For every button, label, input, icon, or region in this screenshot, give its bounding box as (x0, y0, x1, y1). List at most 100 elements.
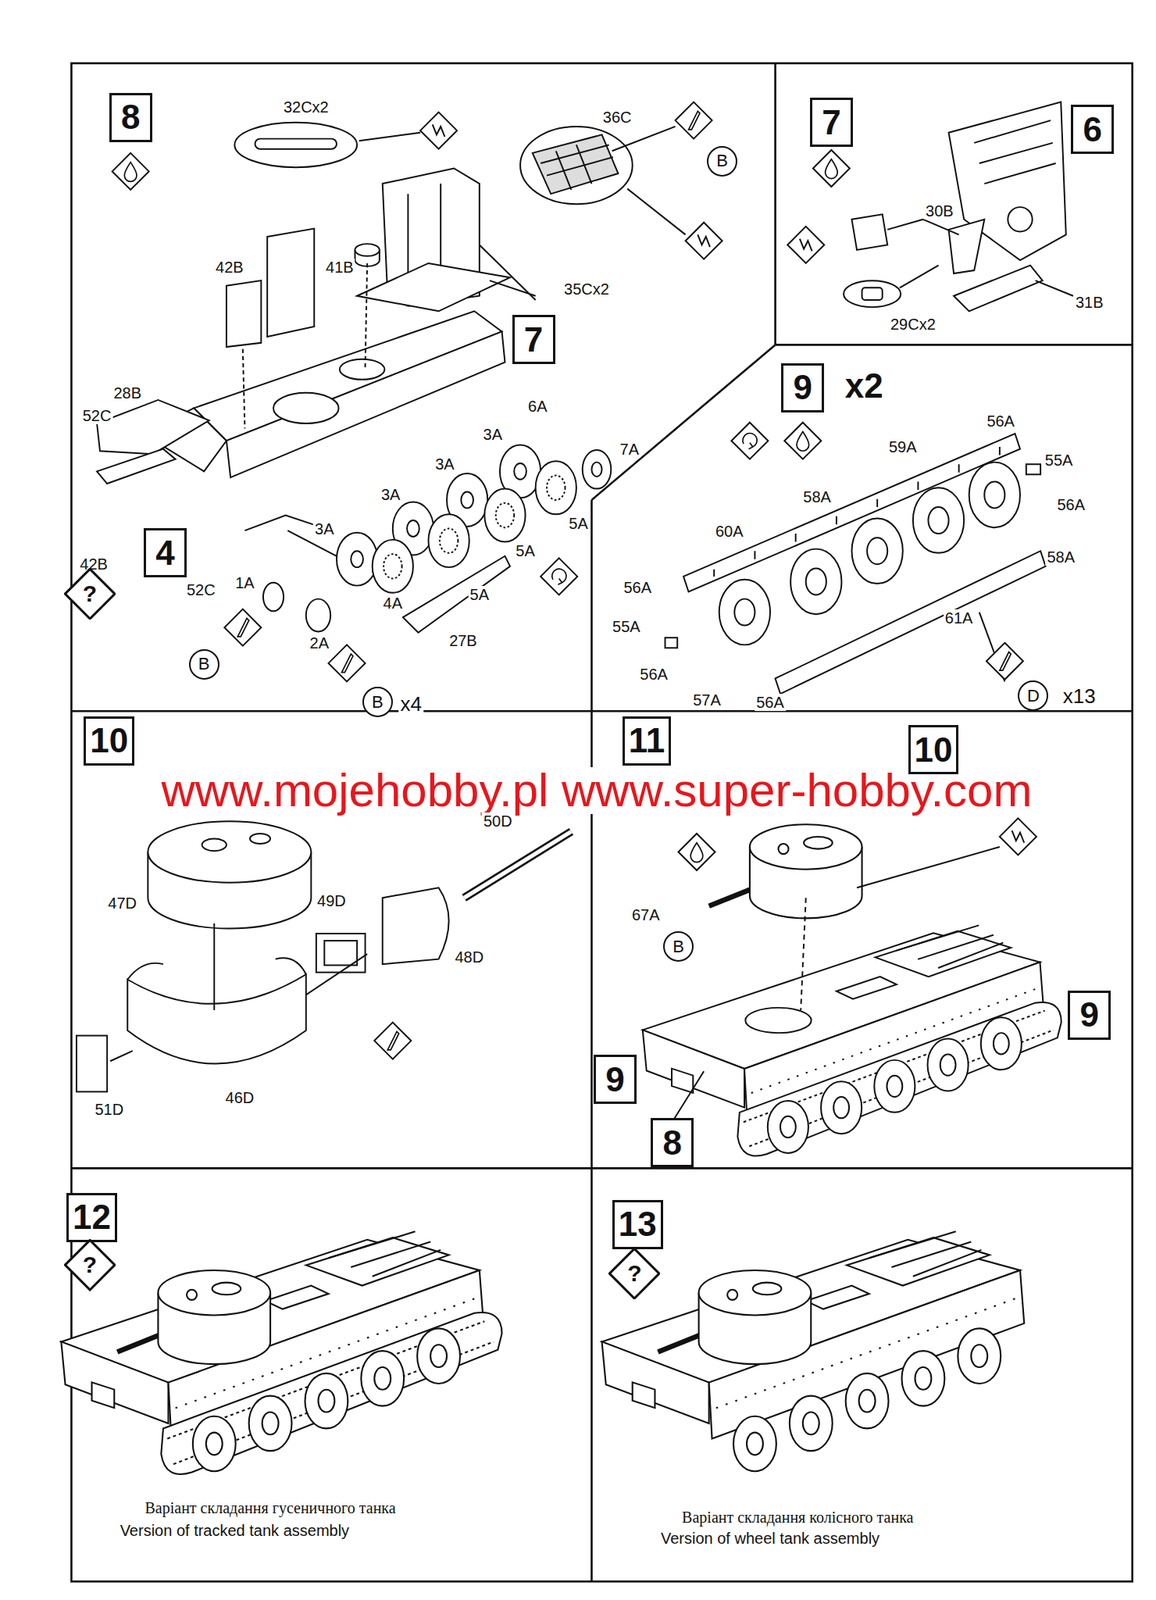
drawing-stroke (590, 499, 593, 711)
drawing-stroke (591, 344, 775, 500)
drawing-stroke (306, 953, 368, 995)
drawing-stroke (267, 228, 314, 337)
part-label: 5A (567, 514, 589, 532)
part-label: 4A (381, 594, 404, 612)
part-label: 51D (92, 1100, 125, 1118)
diamond-shape (64, 1240, 115, 1291)
part-label: 28B (111, 384, 143, 402)
step-number-box: 9 (781, 363, 825, 413)
drawing-stroke (887, 219, 924, 230)
hull-parts (96, 122, 686, 633)
part-label: 30B (924, 202, 956, 220)
drawing-stroke (382, 887, 450, 964)
node-text: 9 (605, 1062, 625, 1097)
part-label: 27B (447, 631, 479, 650)
drawing-stroke (787, 226, 825, 264)
step-number-box: 8 (109, 92, 153, 143)
drawing-stroke (683, 433, 1021, 592)
part-label: 56A (638, 665, 670, 683)
drawing-stroke (460, 491, 474, 508)
part-label: 42B (214, 258, 246, 276)
drawing-stroke (612, 126, 676, 151)
part-label: x2 (843, 366, 885, 404)
drawing-stroke (356, 263, 511, 311)
node-text: 4 (155, 535, 175, 571)
part-label: 48D (453, 948, 486, 966)
step-number-box: 6 (1070, 104, 1114, 154)
drawing-stroke (806, 567, 827, 595)
drawing-stroke (790, 549, 842, 615)
part-label: 46D (224, 1088, 257, 1107)
node-text: D (1027, 687, 1040, 705)
drawing-stroke (350, 550, 364, 568)
drawing-stroke (856, 846, 1000, 888)
drawing-stroke (775, 550, 1046, 694)
node-text: 10 (914, 732, 953, 768)
drawing-stroke (913, 487, 964, 554)
part-label: 1A (233, 574, 256, 592)
drawing-stroke (249, 833, 271, 844)
part-label: 6A (526, 397, 549, 415)
watermark: www.mojehobby.pl www.super-hobby.com (160, 767, 1035, 814)
drawing-stroke (852, 214, 889, 250)
drawing-stroke (775, 343, 1133, 347)
part-label: 49D (315, 891, 348, 910)
letter-circle: D (1017, 680, 1049, 711)
drawing-stroke (675, 102, 713, 140)
node-text: B (716, 152, 728, 170)
node-text: 11 (628, 723, 666, 758)
drawing-stroke (673, 1070, 704, 1121)
part-label: 3A (379, 485, 402, 504)
node-text: 10 (89, 723, 129, 758)
track-run (665, 433, 1046, 694)
drawing-stroke (403, 556, 511, 633)
step-number-box: 8 (650, 1117, 694, 1167)
step-number-box: 7 (809, 97, 853, 147)
step-number-box: 9 (593, 1054, 637, 1104)
drawing-stroke (244, 515, 316, 532)
drawing-stroke (520, 126, 633, 204)
drawing-stroke (463, 831, 571, 898)
part-label: 5A (513, 542, 536, 560)
drawing-stroke (117, 1270, 271, 1364)
diamond-shape (609, 1248, 660, 1299)
drawing-stroke (737, 1002, 1061, 1156)
drawing-stroke (540, 557, 578, 595)
part-label: 35Cx2 (562, 280, 611, 298)
drawing-stroke (532, 134, 619, 194)
drawing-stroke (484, 488, 525, 543)
drawing-stroke (862, 287, 883, 300)
drawing-stroke (677, 833, 715, 871)
drawing-stroke (685, 222, 723, 260)
node-text: ? (627, 1261, 642, 1285)
drawing-stroke (96, 449, 176, 484)
drawing-stroke (949, 219, 985, 274)
node-text: 8 (662, 1125, 682, 1160)
part-label: 5A (468, 585, 491, 603)
drawing-stroke (642, 924, 1062, 1156)
part-label: x4 (399, 692, 424, 716)
part-label: 52C (81, 406, 114, 425)
drawing-stroke (923, 219, 960, 236)
drawing-stroke (927, 506, 949, 534)
drawing-stroke (306, 599, 331, 632)
drawing-stroke (602, 1230, 1025, 1471)
part-label: 47D (106, 894, 139, 912)
part-label: 3A (481, 425, 504, 443)
note-diamond: ? (64, 567, 116, 620)
drawing-stroke (513, 463, 527, 480)
drawing-stroke (406, 520, 420, 537)
node-text: 9 (1080, 997, 1099, 1032)
drawing-stroke (463, 831, 571, 898)
caption-text: Version of wheel tank assembly (659, 1529, 882, 1547)
rear-parts (843, 102, 1074, 312)
node-text: 7 (524, 322, 543, 357)
node-text: B (198, 655, 211, 673)
node-text: 6 (1082, 112, 1102, 147)
node-text: B (672, 938, 685, 956)
drawing-stroke (383, 553, 403, 578)
drawing-stroke (60, 1230, 502, 1474)
drawing-stroke (234, 122, 357, 168)
drawing-stroke (339, 359, 385, 380)
